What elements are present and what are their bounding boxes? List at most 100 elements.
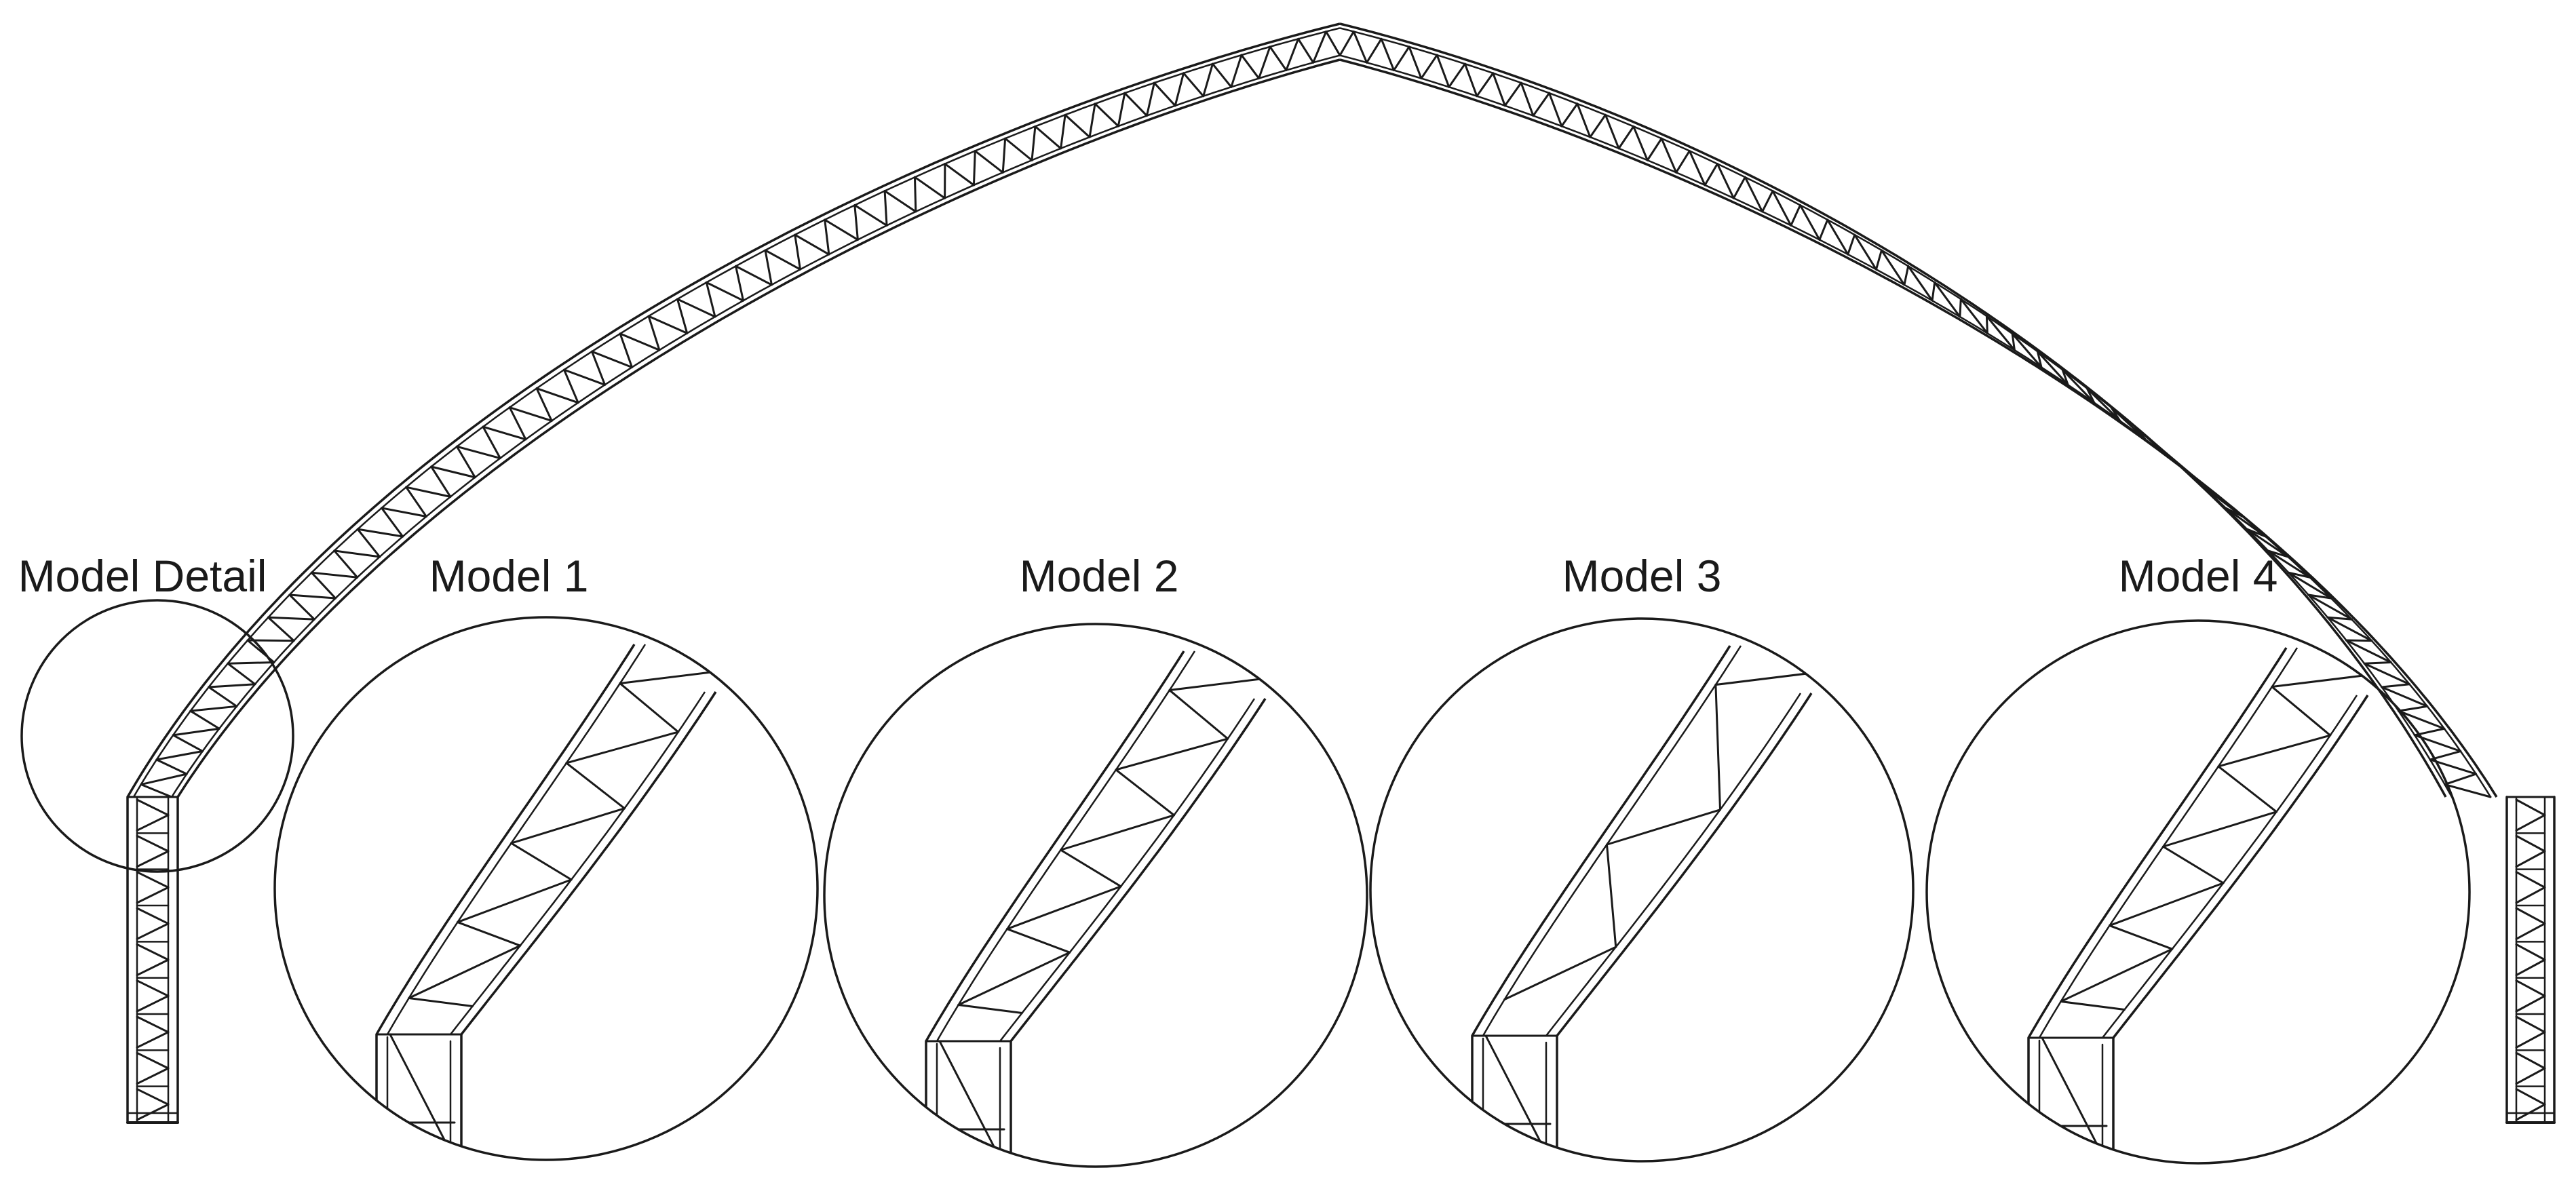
left-web-diagonal [455,445,501,460]
left-column-web [136,1067,170,1085]
left-column-truss [126,796,179,1124]
left-web-diagonal [824,218,830,256]
left-web-diagonal [430,465,452,498]
right-column-web [2515,1015,2546,1034]
right-web-diagonal [1771,190,1792,227]
model-1-web-vertical [510,842,573,881]
right-web-diagonal [1934,281,1961,318]
left-web-diagonal [1060,113,1066,150]
right-column-web [2515,922,2546,940]
left-web-diagonal [1297,37,1315,64]
right-web-diagonal [2307,594,2353,621]
left-web-diagonal [430,465,476,479]
left-web-diagonal [1258,45,1271,80]
right-column-web [2515,798,2546,817]
model-4-web-vertical [2217,765,2278,813]
model-4-inner-chord-edge [2102,695,2358,1038]
right-web-diagonal [1448,62,1466,88]
right-web-diagonal [1985,315,1988,334]
right-web-diagonal [2287,571,2311,579]
left-column-web [136,907,170,925]
model-4-column-diagonal [2041,1036,2101,1151]
left-web-diagonal [155,758,188,775]
model-1-inner-chord-edge [450,691,706,1035]
left-web-diagonal [1004,137,1033,161]
right-web-diagonal [2381,686,2429,707]
right-web-diagonal [2246,528,2289,558]
right-web-diagonal [2267,549,2311,579]
left-column-web [136,1051,170,1070]
right-column-web [2515,871,2546,889]
left-web-diagonal [619,332,634,368]
model-1-column-diagonal [389,1033,449,1148]
left-column-web [136,871,170,889]
right-column-web [2515,958,2546,977]
right-web-diagonal [2061,368,2096,404]
left-web-diagonal [676,298,689,334]
right-web-diagonal [2397,709,2446,730]
right-outer-chord [1339,22,2447,798]
model-3-web-diagonal [1606,809,1722,846]
right-web-diagonal [1476,72,1495,98]
right-column-web [2515,1103,2546,1121]
left-web-diagonal [227,661,275,665]
left-web-diagonal [1230,54,1243,88]
left-web-diagonal [1064,113,1091,138]
right-column-web [2515,1051,2546,1070]
right-web-diagonal [2444,783,2492,798]
left-web-diagonal [333,549,381,558]
left-web-diagonal [482,425,501,460]
left-web-diagonal [705,281,716,318]
model-2-web-vertical [957,1004,1024,1014]
model-4-web-vertical [2162,845,2225,884]
right-web-diagonal [1853,233,1877,271]
left-web-diagonal [508,406,527,441]
model-2-web-diagonal [1060,814,1176,851]
right-web-diagonal [1716,163,1735,199]
right-web-diagonal [1366,37,1383,64]
model-2-outer-chord-edge [936,650,1196,1042]
right-web-diagonal [1589,113,1607,138]
model-3-inner-chord [1556,693,1813,1037]
model-1-truss [338,644,719,1160]
left-web-diagonal [1240,54,1261,80]
left-column-web [136,798,170,817]
model-1-web-vertical [408,997,474,1007]
model-2-outer-chord [925,650,1185,1042]
right-web-diagonal [2011,332,2016,351]
model-4-circle [1925,619,2471,1165]
right-web-diagonal [2363,662,2411,686]
left-column-web [136,943,170,961]
model-4-zoom [1925,619,2471,1165]
left-web-diagonal [189,705,238,712]
left-column-web [136,814,170,832]
model-1-zoom [273,616,819,1161]
model-detail-circle [20,599,294,873]
model-4-web-diagonal [2271,674,2371,688]
left-web-diagonal [172,727,220,737]
left-column-web [136,994,170,1013]
left-web-diagonal [227,662,256,686]
right-web-diagonal [1826,218,1849,256]
right-web-diagonal [1576,102,1592,138]
model-3-circle [1369,617,1915,1163]
right-web-diagonal [1688,150,1706,187]
left-web-diagonal [1153,81,1176,107]
left-column-web [136,958,170,977]
right-web-diagonal [1492,72,1506,107]
model-3-truss [1434,645,1815,1161]
left-web-diagonal [508,406,553,422]
model-3-label: Model 3 [1562,551,1722,601]
model-2-column-diagonal [938,1040,999,1154]
model-2-web-diagonal [957,951,1071,1007]
model-3-web-diagonal [1714,672,1815,686]
left-web-diagonal [794,233,830,256]
right-web-diagonal [1532,92,1551,117]
left-web-diagonal [676,298,716,318]
left-web-diagonal [356,528,381,558]
model-4-web-vertical [2271,686,2332,737]
left-web-diagonal [1034,125,1062,150]
model-2-inner-chord-edge [999,698,1256,1042]
left-web-diagonal [535,387,553,422]
right-inner-chord [1339,58,2498,798]
